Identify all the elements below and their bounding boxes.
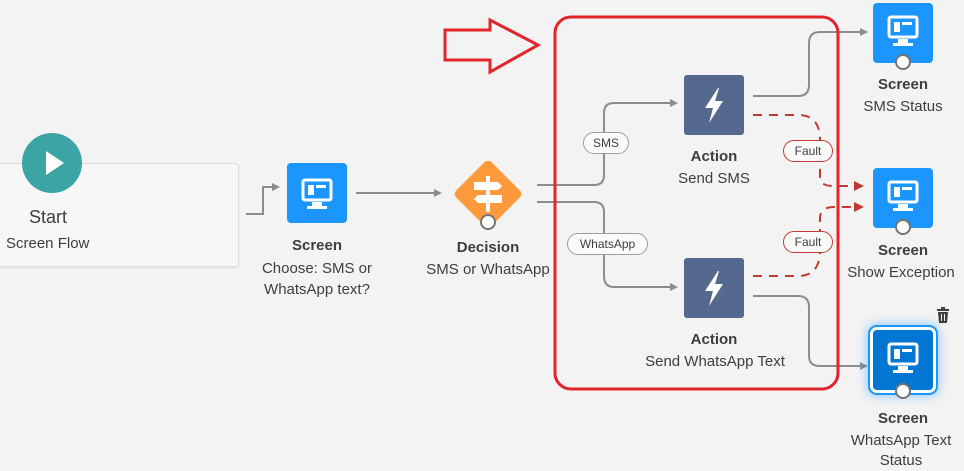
connector-sms-to-status — [753, 28, 868, 97]
node-type-label: Screen — [291, 237, 343, 254]
node-label: Show Exception — [847, 264, 955, 281]
start-card[interactable] — [0, 163, 239, 267]
node-type-label: Screen — [877, 242, 929, 259]
lightning-bolt-icon[interactable] — [684, 258, 744, 318]
highlight-box — [553, 15, 840, 391]
node-label: Send WhatsApp Text — [645, 353, 785, 370]
node-type-label: Action — [690, 148, 738, 165]
node-type-label: Decision — [456, 239, 520, 256]
connector-dot[interactable] — [895, 383, 911, 399]
connector-dot[interactable] — [480, 214, 496, 230]
start-title: Start — [29, 207, 68, 227]
screen-icon[interactable] — [287, 163, 347, 223]
node-label: WhatsApp Text — [850, 432, 952, 449]
annotation-arrow-icon — [443, 17, 542, 75]
connector-whatsapp-to-status — [753, 295, 868, 370]
connector-dot[interactable] — [895, 54, 911, 70]
play-icon[interactable] — [22, 133, 82, 193]
trash-icon[interactable] — [935, 306, 951, 324]
start-subtitle: Screen Flow — [6, 235, 90, 252]
screen-icon[interactable] — [873, 3, 933, 63]
node-type-label: Action — [690, 331, 738, 348]
screen-icon[interactable] — [873, 168, 933, 228]
decision-node[interactable] — [446, 152, 530, 236]
branch-label-sms[interactable]: SMS — [583, 132, 629, 154]
node-label: Send SMS — [678, 170, 750, 187]
connector-start-to-screen — [246, 183, 280, 215]
lightning-bolt-icon[interactable] — [684, 75, 744, 135]
fault-label[interactable]: Fault — [783, 231, 833, 253]
node-label: SMS Status — [863, 98, 943, 115]
connector-dot[interactable] — [895, 219, 911, 235]
node-type-label: Screen — [877, 76, 929, 93]
node-label: WhatsApp text? — [264, 281, 370, 298]
branch-label-whatsapp[interactable]: WhatsApp — [567, 233, 648, 255]
node-label: Status — [879, 452, 923, 469]
signpost-icon — [474, 176, 502, 212]
node-label: Choose: SMS or — [261, 260, 373, 277]
fault-label[interactable]: Fault — [783, 140, 833, 162]
screen-icon[interactable] — [873, 330, 933, 390]
node-type-label: Screen — [877, 410, 929, 427]
node-label: SMS or WhatsApp — [426, 261, 550, 278]
